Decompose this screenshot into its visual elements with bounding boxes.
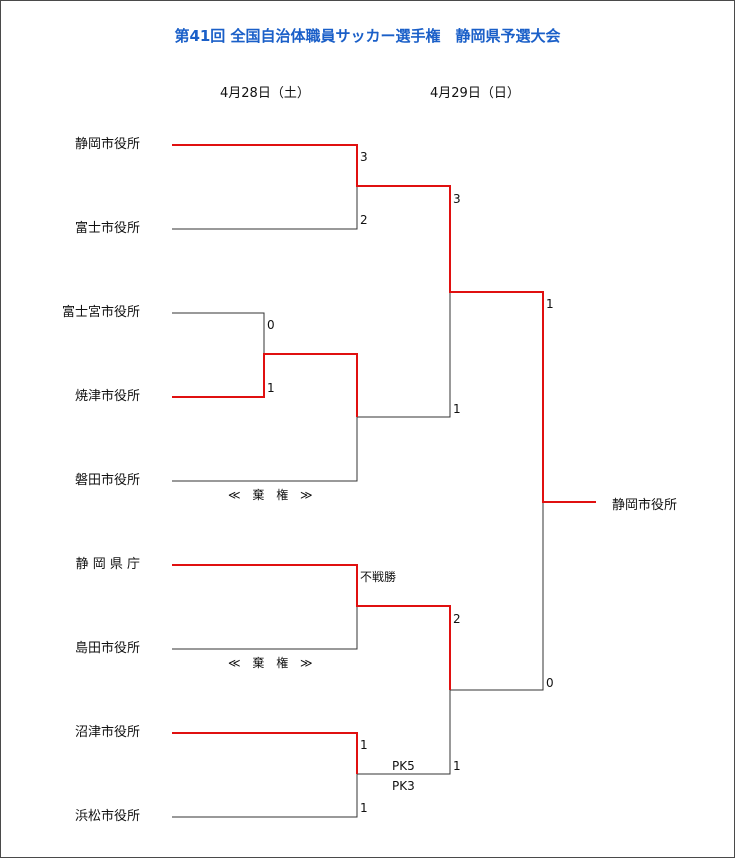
- winner-lines: [172, 144, 596, 774]
- score-r2-numazu: 1: [453, 759, 461, 773]
- score-sf-top: 1: [546, 297, 554, 311]
- score-r1-numazu: 1: [360, 738, 368, 752]
- date-day2: 4月29日（日）: [430, 86, 520, 101]
- forfeit-label-iwata: ≪ 棄 権 ≫: [228, 488, 317, 502]
- line-iwata: [172, 417, 358, 482]
- score-r1-fuji: 2: [360, 213, 368, 227]
- bracket-lines: [172, 186, 544, 818]
- score-r0-fujinomiya: 0: [267, 318, 275, 332]
- line-r2-yaizu: [357, 292, 451, 418]
- pk-score-top: PK5: [392, 759, 415, 773]
- page-title: 第41回 全国自治体職員サッカー選手権 静岡県予選大会: [174, 27, 561, 45]
- line-r2-numazu: [357, 690, 451, 775]
- score-r2-kencho: 2: [453, 612, 461, 626]
- team-numazu-city: 沼津市役所: [74, 725, 140, 740]
- score-r2-yaizu: 1: [453, 402, 461, 416]
- score-r2-top: 3: [453, 192, 461, 206]
- win-yaizu: [172, 353, 358, 417]
- score-sf-bottom: 0: [546, 676, 554, 690]
- line-fujinomiya: [172, 312, 265, 354]
- date-day1: 4月28日（土）: [220, 86, 310, 101]
- line-hamamatsu: [172, 774, 358, 818]
- line-shimada: [172, 606, 358, 650]
- score-r1-hamamatsu: 1: [360, 801, 368, 815]
- team-fuji-city: 富士市役所: [74, 221, 140, 236]
- line-fuji: [172, 186, 358, 230]
- team-hamamatsu-city: 浜松市役所: [74, 809, 140, 824]
- team-shizuoka-pref: 静 岡 県 庁: [75, 557, 140, 572]
- team-shizuoka-city: 静岡市役所: [74, 137, 140, 152]
- team-shimada-city: 島田市役所: [74, 641, 140, 656]
- pk-score-bottom: PK3: [392, 779, 415, 793]
- win-numazu: [172, 732, 358, 774]
- line-sf-bottom: [450, 502, 544, 691]
- score-r1-shizuoka: 3: [360, 150, 368, 164]
- team-yaizu-city: 焼津市役所: [74, 389, 140, 404]
- win-kencho: [172, 564, 451, 690]
- team-iwata-city: 磐田市役所: [74, 473, 140, 488]
- team-fujinomiya-city: 富士宮市役所: [61, 305, 140, 320]
- forfeit-label-shimada: ≪ 棄 権 ≫: [228, 656, 317, 670]
- champion-name: 静岡市役所: [612, 498, 678, 513]
- win-shizuoka-r1: [172, 144, 596, 503]
- score-r0-yaizu: 1: [267, 381, 275, 395]
- note-walkover: 不戦勝: [360, 570, 397, 584]
